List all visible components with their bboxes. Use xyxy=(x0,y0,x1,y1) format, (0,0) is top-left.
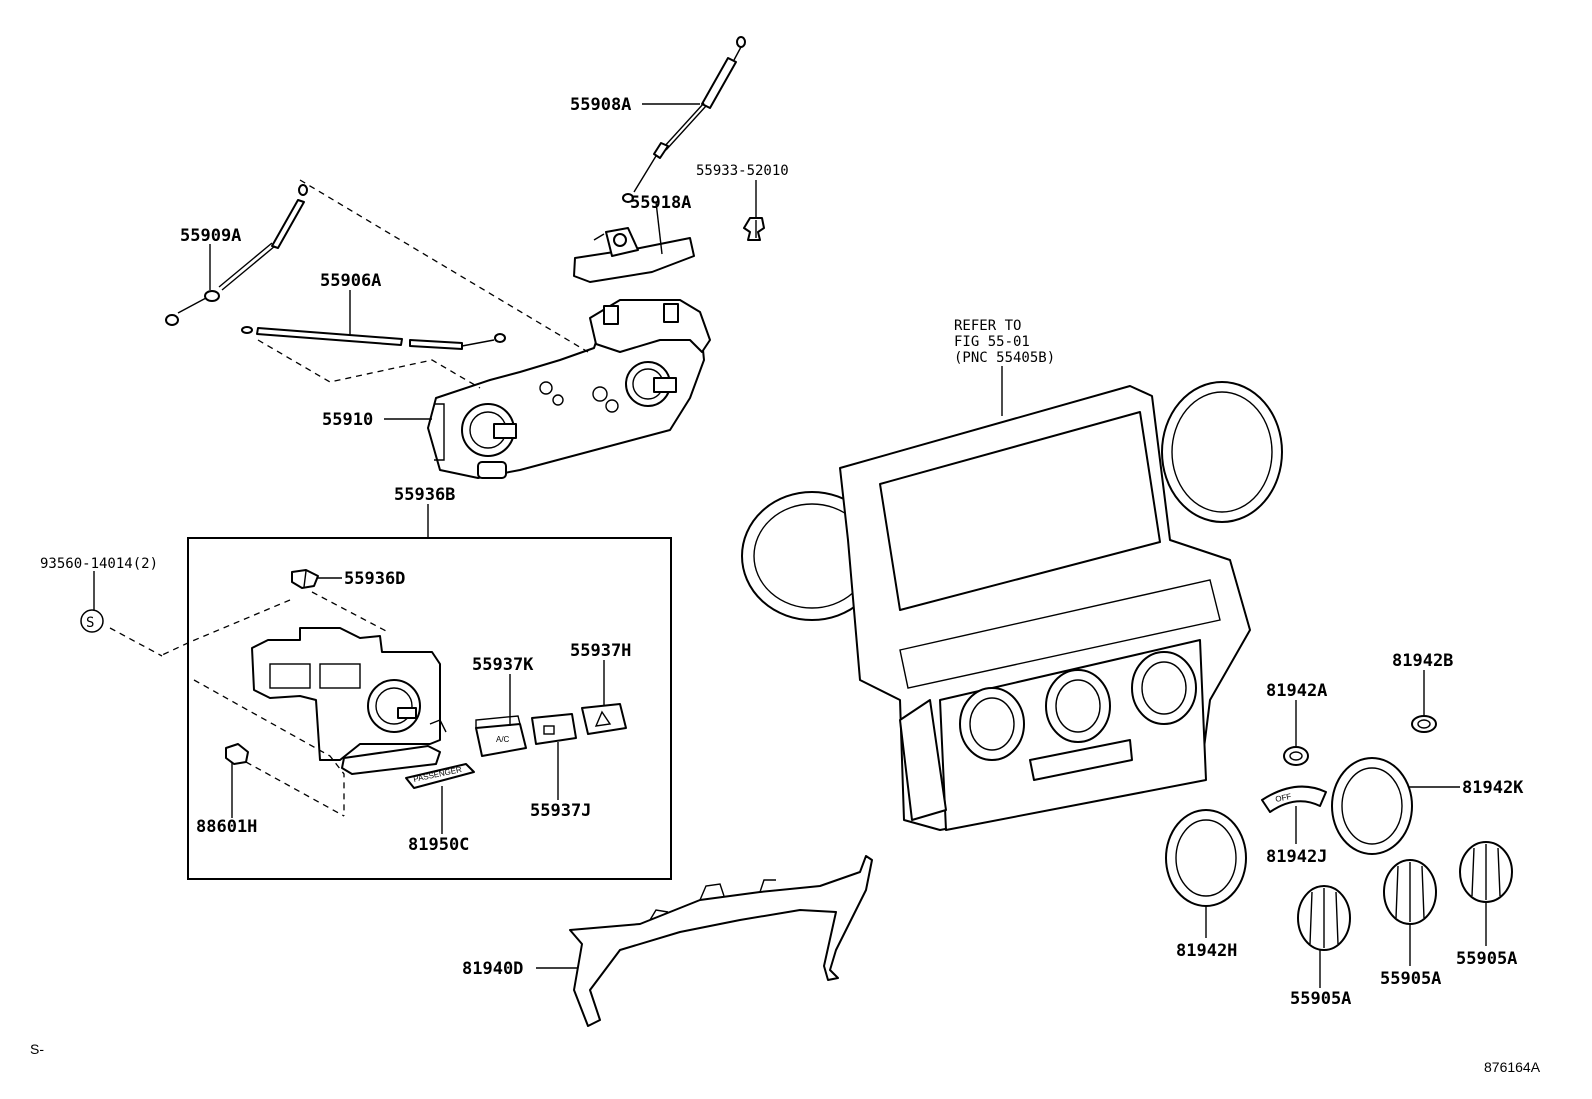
label-88601h: 88601H xyxy=(196,817,257,837)
reference-line-1: REFER TO xyxy=(954,318,1021,334)
reference-line-3: (PNC 55405B) xyxy=(954,350,1055,366)
label-81942j: 81942J xyxy=(1266,847,1327,867)
label-81942b: 81942B xyxy=(1392,651,1453,671)
control-cable-55908a[interactable] xyxy=(622,36,746,203)
indicator-81950c[interactable]: PASSENGER xyxy=(405,763,475,789)
heater-control-assembly-55910[interactable] xyxy=(427,299,711,479)
label-55905a-1: 55905A xyxy=(1290,989,1351,1009)
label-55937h: 55937H xyxy=(570,641,631,661)
label-81942a: 81942A xyxy=(1266,681,1327,701)
knob-55905a-3[interactable] xyxy=(1459,841,1513,903)
switch-55937j[interactable] xyxy=(531,713,577,745)
label-55918a: 55918A xyxy=(630,193,691,213)
dial-plate-81942h[interactable] xyxy=(1165,809,1247,907)
label-55908a: 55908A xyxy=(570,95,631,115)
instrument-center-panel[interactable] xyxy=(741,381,1283,831)
bulb-88601h[interactable] xyxy=(225,743,249,765)
knob-cap-81942b[interactable] xyxy=(1411,715,1437,733)
label-81942k: 81942K xyxy=(1462,778,1524,798)
switch-55937k[interactable]: A/C xyxy=(475,715,527,757)
leader-lines xyxy=(93,103,1487,988)
lever-55918a[interactable] xyxy=(573,227,695,283)
control-unit-body[interactable] xyxy=(251,627,447,775)
bulb-55936d[interactable] xyxy=(291,569,319,589)
legend-mark: S- xyxy=(30,1041,44,1057)
label-55933-52010: 55933-52010 xyxy=(696,163,789,179)
label-81940d: 81940D xyxy=(462,959,523,979)
label-55909a: 55909A xyxy=(180,226,241,246)
label-93560-14014: 93560-14014(2) xyxy=(40,556,158,572)
wire-harness-81940d[interactable] xyxy=(569,855,873,1027)
reference-line-2: FIG 55-01 xyxy=(954,334,1030,350)
control-cable-55906a[interactable] xyxy=(241,326,506,350)
label-55936d: 55936D xyxy=(344,569,405,589)
svg-text:A/C: A/C xyxy=(496,735,510,744)
screw-symbol: S xyxy=(80,609,104,633)
label-55937k: 55937K xyxy=(472,655,534,675)
knob-cap-81942a[interactable] xyxy=(1283,746,1309,766)
label-55906a: 55906A xyxy=(320,271,381,291)
control-cable-55909a[interactable] xyxy=(165,184,308,326)
label-55905a-3: 55905A xyxy=(1456,949,1517,969)
label-81950c: 81950C xyxy=(408,835,469,855)
clip-55933-52010[interactable] xyxy=(743,217,765,241)
knob-55905a-2[interactable] xyxy=(1383,859,1437,925)
label-55910: 55910 xyxy=(322,410,373,430)
dial-plate-81942j[interactable]: OFF xyxy=(1261,785,1327,813)
knob-55905a-1[interactable] xyxy=(1297,885,1351,951)
dial-plate-81942k[interactable] xyxy=(1331,757,1413,855)
label-55936b: 55936B xyxy=(394,485,455,505)
label-55905a-2: 55905A xyxy=(1380,969,1441,989)
sub-assembly-box-55936b xyxy=(187,537,672,880)
diagram-number: 876164A xyxy=(1484,1059,1541,1075)
label-81942h: 81942H xyxy=(1176,941,1237,961)
svg-text:OFF: OFF xyxy=(1275,792,1293,804)
label-55937j: 55937J xyxy=(530,801,591,821)
switch-55937h[interactable] xyxy=(581,703,627,735)
svg-text:S: S xyxy=(86,615,94,631)
